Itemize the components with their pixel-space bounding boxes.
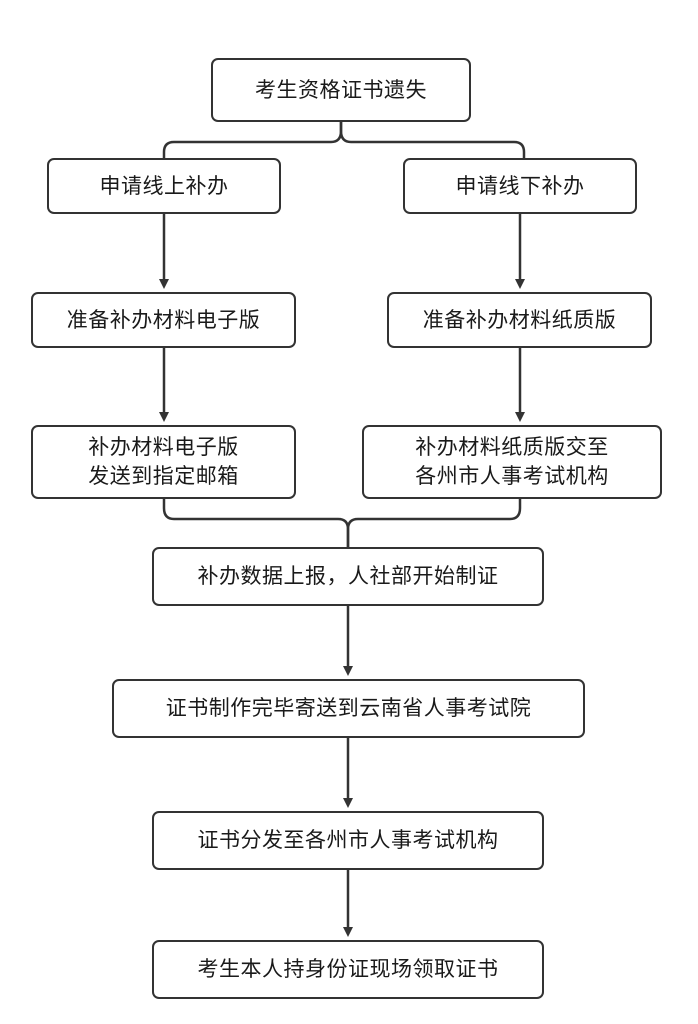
node-apply-online[interactable]: 申请线上补办	[47, 158, 281, 214]
node-submit-paper-to-agency[interactable]: 补办材料纸质版交至 各州市人事考试机构	[362, 425, 662, 499]
node-send-to-provincial-institute[interactable]: 证书制作完毕寄送到云南省人事考试院	[112, 679, 585, 738]
node-distribute-to-city-agencies[interactable]: 证书分发至各州市人事考试机构	[152, 811, 544, 870]
edge-brace-split-n1	[162, 120, 526, 160]
node-certificate-lost[interactable]: 考生资格证书遗失	[211, 58, 471, 122]
node-prepare-paper-materials[interactable]: 准备补办材料纸质版	[387, 292, 652, 348]
node-prepare-electronic-materials[interactable]: 准备补办材料电子版	[31, 292, 296, 348]
node-report-data-start-production[interactable]: 补办数据上报，人社部开始制证	[152, 547, 544, 606]
node-send-electronic-to-mailbox[interactable]: 补办材料电子版 发送到指定邮箱	[31, 425, 296, 499]
node-apply-offline[interactable]: 申请线下补办	[403, 158, 637, 214]
edge-brace-merge-n8	[162, 497, 522, 549]
node-collect-in-person-with-id[interactable]: 考生本人持身份证现场领取证书	[152, 940, 544, 999]
